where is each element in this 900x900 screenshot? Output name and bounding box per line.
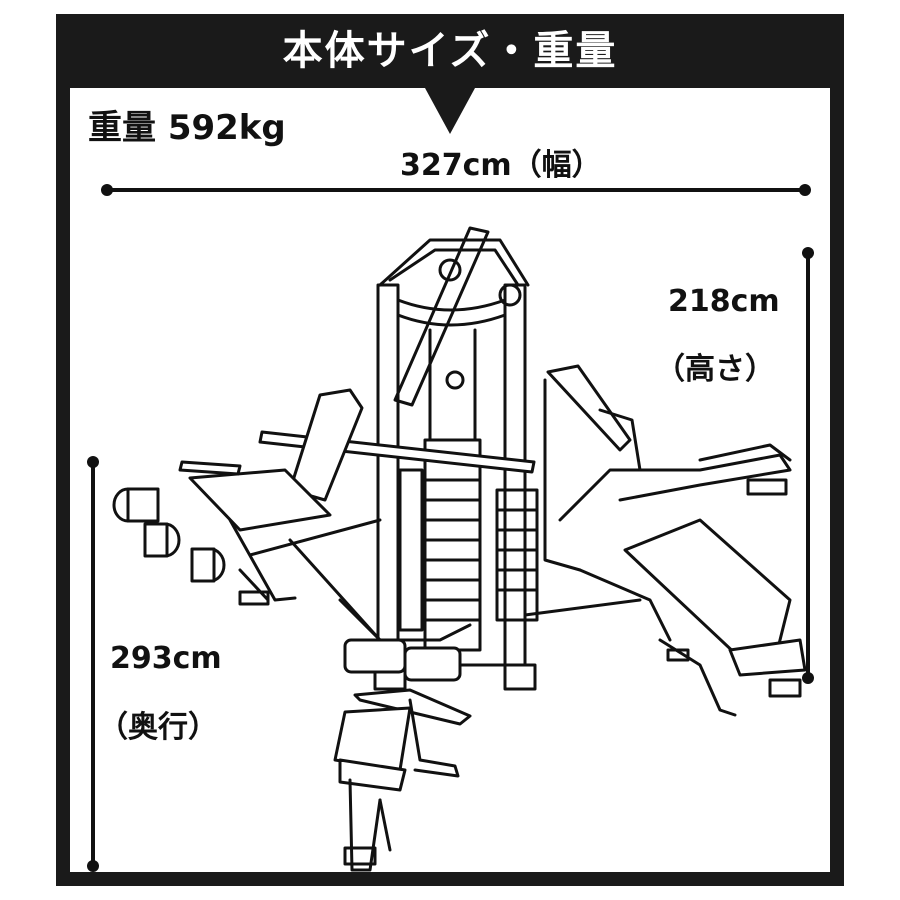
width-caption: （幅） bbox=[511, 148, 602, 183]
page-title: 本体サイズ・重量 bbox=[282, 28, 618, 74]
depth-dimension-endpoint-bottom bbox=[87, 860, 99, 872]
height-dimension-endpoint-top bbox=[802, 247, 814, 259]
front-leg-station bbox=[333, 598, 472, 872]
depth-value: 293cm bbox=[110, 641, 222, 676]
depth-caption: （奥行） bbox=[98, 710, 218, 745]
depth-dimension-endpoint-top bbox=[87, 456, 99, 468]
title-pointer bbox=[425, 88, 475, 134]
width-dimension-endpoint-right bbox=[799, 184, 811, 196]
height-caption: （高さ） bbox=[655, 352, 775, 387]
width-dimension-endpoint-left bbox=[101, 184, 113, 196]
width-label: 327cm（幅） bbox=[400, 140, 602, 184]
height-dimension-endpoint-bottom bbox=[802, 672, 814, 684]
left-bench-station bbox=[112, 388, 382, 642]
right-press-station bbox=[523, 364, 807, 717]
height-value: 218cm bbox=[668, 284, 780, 319]
width-value: 327cm bbox=[400, 148, 512, 183]
weight-label: 重量 592kg bbox=[88, 108, 286, 148]
home-gym-illustration bbox=[112, 226, 807, 872]
